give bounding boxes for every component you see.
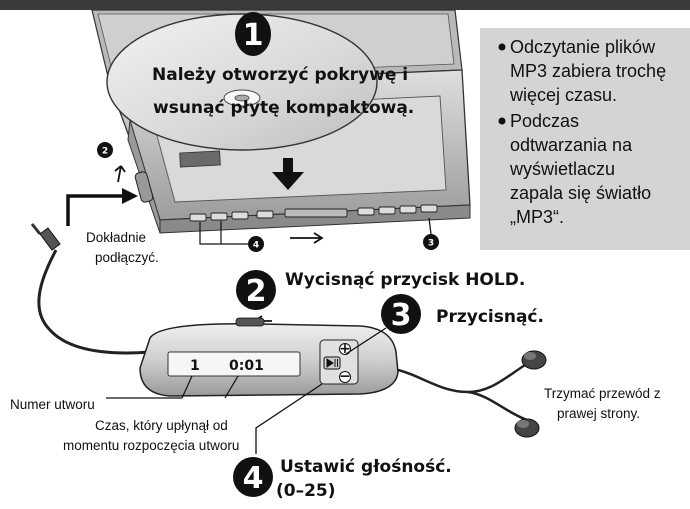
step-3-badge: 3 — [381, 294, 421, 334]
svg-text:+: + — [339, 341, 351, 357]
earphone-cable — [397, 363, 526, 394]
front-button[interactable] — [210, 212, 228, 221]
connect-arrow-icon — [66, 194, 126, 226]
step-1-text-line-2: wsunąć płytę kompaktową. — [153, 98, 414, 118]
step-4-range: (0–25) — [276, 481, 336, 501]
hold-side-switch[interactable] — [134, 171, 154, 203]
info-bullet-2-line-2: odtwarzania na — [510, 135, 633, 155]
svg-text:3: 3 — [428, 239, 434, 249]
info-bullet-1-line-3: więcej czasu. — [509, 85, 617, 105]
front-button[interactable] — [378, 206, 396, 215]
switch-up-arrow-icon — [114, 165, 126, 183]
earphone-icon — [521, 350, 547, 370]
front-button[interactable] — [189, 213, 207, 222]
svg-text:−: − — [339, 369, 351, 385]
play-pause-icon — [326, 358, 338, 368]
top-border-strip — [0, 0, 690, 10]
step-1-text-line-1: Należy otworzyć pokrywę i — [152, 65, 408, 85]
info-bullet-2-line-5: „MP3“. — [510, 207, 564, 227]
step-4-text: Ustawić głośność. — [280, 457, 452, 477]
insert-arrow-icon — [272, 158, 304, 190]
svg-text:4: 4 — [243, 461, 264, 496]
step-2-text: Wycisnąć przycisk HOLD. — [285, 270, 525, 290]
front-button[interactable] — [399, 205, 417, 214]
remote-control: 1 0:01 + − — [139, 317, 399, 397]
info-bullet-2-line-1: Podczas — [510, 111, 579, 131]
step-4-badge: 4 — [233, 457, 273, 497]
marker-2-badge: 2 — [97, 142, 113, 158]
jog-slider[interactable] — [284, 208, 348, 218]
front-button[interactable] — [256, 210, 274, 219]
remote-lcd — [167, 351, 301, 377]
info-bullet-2-line-4: zapala się światło — [510, 183, 651, 203]
marker-4-badge: 4 — [248, 236, 264, 252]
jack-plug — [30, 223, 61, 251]
volume-down-button[interactable] — [339, 371, 351, 383]
player-front-buttons — [189, 204, 438, 222]
front-button[interactable] — [231, 211, 249, 220]
info-bullet-2-line-3: wyświetlaczu — [509, 159, 615, 179]
step-1-badge: 1 — [235, 12, 271, 56]
elapsed-note-line-1: Czas, który upłynął od — [95, 418, 228, 433]
svg-text:1: 1 — [243, 18, 264, 53]
volume-up-button[interactable] — [339, 343, 351, 355]
hold-switch[interactable] — [235, 317, 265, 327]
track-number-note: Numer utworu — [10, 397, 95, 412]
front-button[interactable] — [420, 204, 438, 213]
earphone-icon — [514, 418, 540, 438]
marker-3-badge: 3 — [423, 234, 439, 250]
svg-text:2: 2 — [246, 274, 267, 309]
lcd-track-number: 1 — [190, 358, 200, 374]
connect-note-line-1: Dokładnie — [86, 230, 146, 245]
right-arrow-icon — [290, 232, 324, 244]
info-bullet-1-line-2: MP3 zabiera trochę — [510, 61, 666, 81]
elapsed-note-line-2: momentu rozpoczęcia utworu — [63, 438, 239, 453]
svg-text:4: 4 — [253, 241, 259, 251]
cable — [37, 249, 151, 355]
info-bullet-1-line-1: Odczytanie plików — [510, 37, 656, 57]
lcd-elapsed-time: 0:01 — [229, 358, 264, 374]
front-button[interactable] — [357, 207, 375, 216]
step-3-text: Przycisnąć. — [436, 307, 544, 327]
svg-text:3: 3 — [391, 298, 412, 333]
svg-text:2: 2 — [102, 147, 108, 157]
compact-disc — [106, 13, 378, 151]
cable-note-line-1: Trzymać przewód z — [544, 386, 661, 401]
step-2-badge: 2 — [236, 270, 276, 310]
cable-note-line-2: prawej strony. — [557, 406, 640, 421]
connect-note-line-2: podłączyć. — [95, 250, 159, 265]
info-box: Odczytanie plików MP3 zabiera trochę wię… — [480, 28, 690, 250]
